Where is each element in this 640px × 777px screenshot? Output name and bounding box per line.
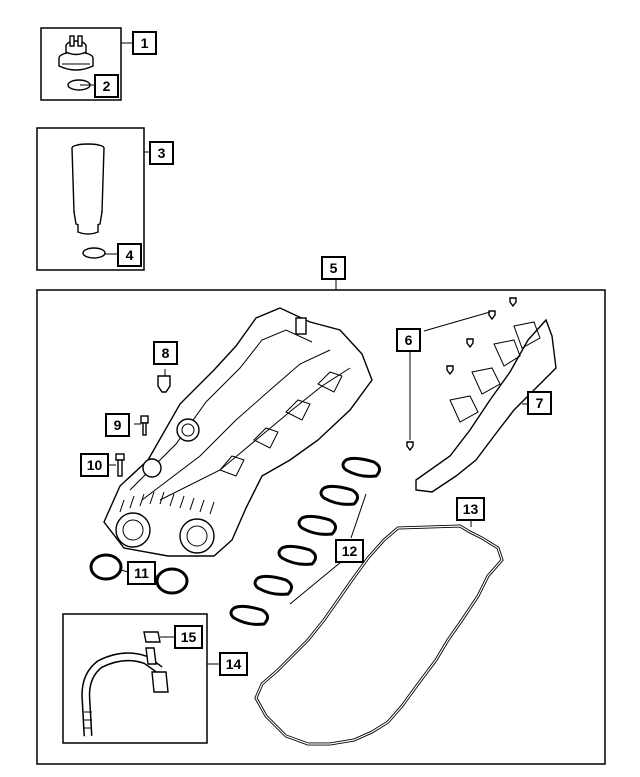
breather-drawing (157, 369, 171, 393)
intake-gaskets-drawing (229, 456, 381, 626)
callout-number-5: 5 (330, 260, 338, 276)
callout-box-9 (105, 413, 130, 437)
oil-filler-cap-drawing (58, 35, 94, 71)
callout-box-13 (456, 497, 485, 521)
callout-box-4 (117, 243, 142, 267)
filter-o-ring-drawing (82, 247, 106, 259)
callout-4: 4 (117, 243, 142, 267)
callout-number-3: 3 (158, 145, 166, 161)
callout-box-2 (94, 74, 119, 98)
callout-10: 10 (80, 453, 109, 477)
valve-cover-gasket-drawing (254, 524, 504, 746)
callout-number-2: 2 (103, 78, 111, 94)
callout-14: 14 (219, 652, 248, 676)
oil-filter-group (36, 127, 145, 271)
valve-cover-drawing (103, 307, 373, 557)
callout-box-8 (153, 341, 178, 365)
callout-box-6 (396, 328, 421, 352)
oil-filter-element-drawing (71, 143, 105, 235)
callout-15: 15 (174, 625, 203, 649)
callout-11: 11 (127, 561, 156, 585)
callout-number-9: 9 (114, 417, 122, 433)
callout-number-4: 4 (126, 247, 134, 263)
breather-hose-drawing (81, 631, 175, 737)
callout-box-1 (132, 31, 157, 55)
callout-number-1: 1 (141, 35, 149, 51)
callout-number-15: 15 (181, 629, 197, 645)
hose-group (62, 613, 208, 744)
callout-number-6: 6 (405, 332, 413, 348)
heat-shield-drawing (415, 318, 557, 493)
callout-box-11 (127, 561, 156, 585)
callout-6: 6 (396, 328, 421, 352)
callout-box-12 (335, 539, 364, 563)
callout-box-5 (321, 256, 346, 280)
callout-9: 9 (105, 413, 130, 437)
callout-3: 3 (149, 141, 174, 165)
callout-box-10 (80, 453, 109, 477)
callout-number-7: 7 (536, 395, 544, 411)
valve-cover-assembly-frame (36, 289, 606, 765)
callout-8: 8 (153, 341, 178, 365)
callout-box-14 (219, 652, 248, 676)
callout-number-13: 13 (463, 501, 479, 517)
heat-shield-bolts-drawing (406, 297, 517, 452)
callout-2: 2 (94, 74, 119, 98)
callout-5: 5 (321, 256, 346, 280)
callout-box-15 (174, 625, 203, 649)
callout-number-11: 11 (134, 565, 149, 581)
callout-12: 12 (335, 539, 364, 563)
stud-bolt-drawing (134, 415, 149, 436)
callout-13: 13 (456, 497, 485, 521)
callout-number-8: 8 (162, 345, 170, 361)
callout-1: 1 (132, 31, 157, 55)
callout-number-12: 12 (342, 543, 358, 559)
callout-7: 7 (527, 391, 552, 415)
bolt-drawing (109, 453, 125, 477)
callout-number-14: 14 (226, 656, 242, 672)
intake-o-rings-drawing (89, 553, 189, 595)
callout-box-7 (527, 391, 552, 415)
callout-number-10: 10 (87, 457, 103, 473)
callout-box-3 (149, 141, 174, 165)
oil-filler-cap-group (40, 27, 122, 101)
